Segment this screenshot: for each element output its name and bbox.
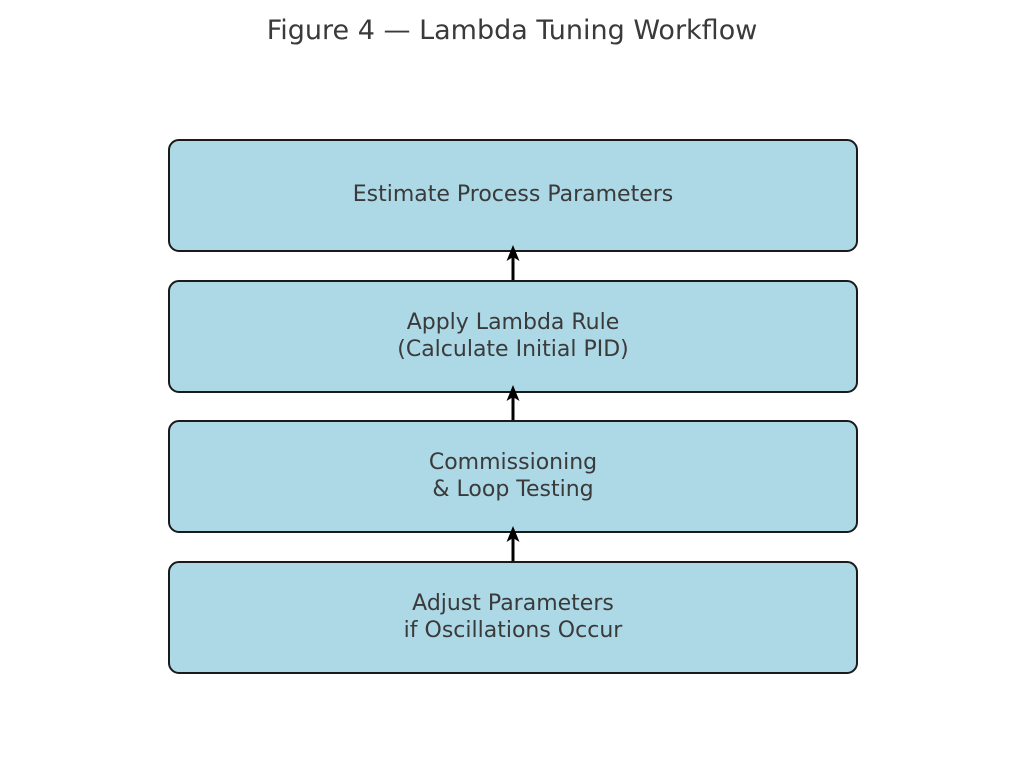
flow-box-adjust-parameters: Adjust Parameters if Oscillations Occur	[168, 561, 858, 674]
flow-box-estimate-process-parameters: Estimate Process Parameters	[168, 139, 858, 252]
box-label-line: Apply Lambda Rule	[406, 310, 620, 336]
box-label-line: if Oscillations Occur	[403, 617, 623, 643]
flow-box-apply-lambda-rule: Apply Lambda Rule (Calculate Initial PID…	[168, 280, 858, 393]
figure-title: Figure 4 — Lambda Tuning Workflow	[266, 15, 758, 46]
box-label-line: & Loop Testing	[432, 476, 594, 502]
box-label-line: Commissioning	[428, 450, 598, 476]
box-label-line: Adjust Parameters	[412, 591, 614, 617]
box-label-line: Estimate Process Parameters	[352, 182, 674, 208]
flow-box-commissioning-loop-testing: Commissioning & Loop Testing	[168, 420, 858, 533]
box-label-line: (Calculate Initial PID)	[397, 336, 629, 362]
